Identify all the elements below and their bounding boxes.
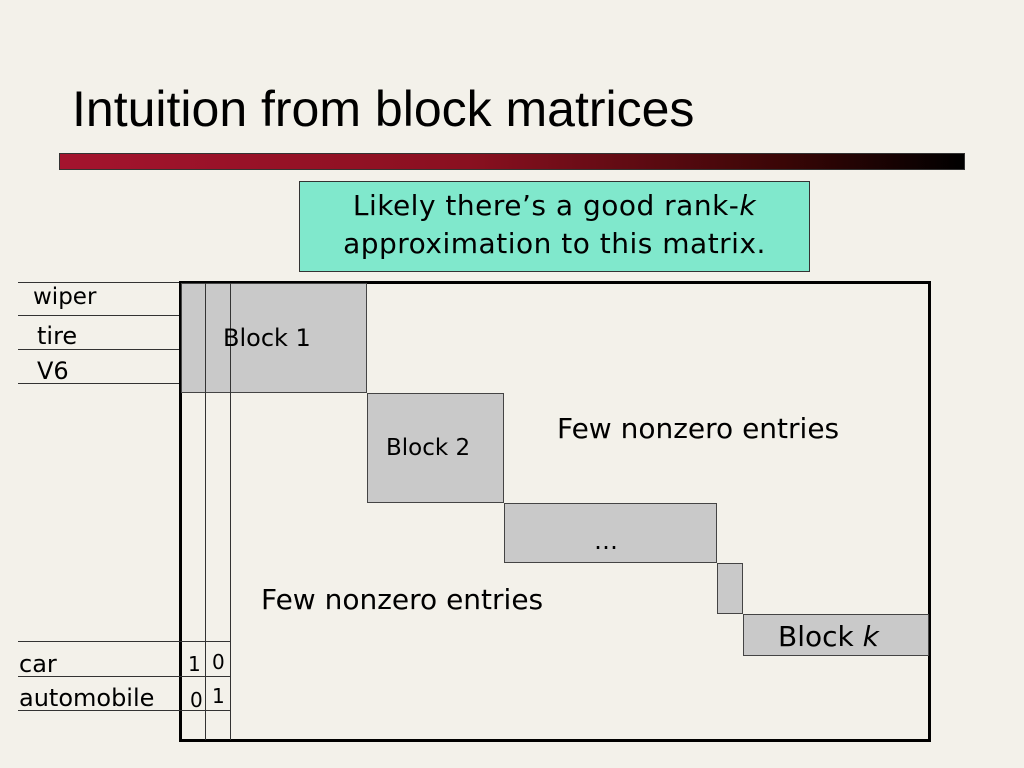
- row-label-wiper: wiper: [33, 284, 97, 310]
- row-separator-top-1: [18, 315, 179, 316]
- block-1-label: Block 1: [223, 324, 311, 352]
- matrix-outline: [179, 281, 931, 742]
- row-label-car: car: [19, 650, 57, 678]
- cell-car-col1: 1: [188, 652, 201, 676]
- block-ellipsis-label: …: [594, 527, 618, 555]
- row-label-tire: tire: [37, 322, 78, 350]
- block-4: [717, 563, 743, 614]
- few-nonzero-lower: Few nonzero entries: [261, 583, 544, 616]
- callout-line-2: approximation to this matrix.: [343, 227, 766, 260]
- row-separator-bottom-2: [18, 710, 230, 711]
- cell-car-col2: 0: [212, 650, 225, 674]
- column-line-1: [205, 283, 206, 740]
- row-label-v6: V6: [37, 357, 69, 385]
- block-k: [743, 614, 929, 656]
- block-2: [367, 393, 504, 503]
- block-1: [181, 283, 367, 393]
- block-2-label: Block 2: [386, 435, 471, 461]
- row-separator-bottom-1: [18, 676, 230, 677]
- rank-k-callout: Likely there’s a good rank-k approximati…: [299, 181, 810, 272]
- title-underline-bar: [59, 153, 965, 170]
- slide-title: Intuition from block matrices: [72, 81, 695, 137]
- callout-k: k: [739, 189, 757, 222]
- few-nonzero-upper: Few nonzero entries: [557, 412, 840, 445]
- block-3: [504, 503, 717, 563]
- row-separator-top-0: [18, 282, 179, 283]
- callout-line-1: Likely there’s a good rank-k: [352, 189, 757, 222]
- cell-automobile-col2: 1: [212, 684, 225, 708]
- column-line-2: [230, 283, 231, 740]
- cell-automobile-col1: 0: [190, 688, 203, 712]
- row-separator-top-2: [18, 349, 179, 350]
- block-k-label: Block k: [778, 620, 879, 653]
- row-separator-bottom-0: [18, 641, 230, 642]
- row-separator-top-3: [18, 383, 179, 384]
- row-label-automobile: automobile: [19, 684, 155, 712]
